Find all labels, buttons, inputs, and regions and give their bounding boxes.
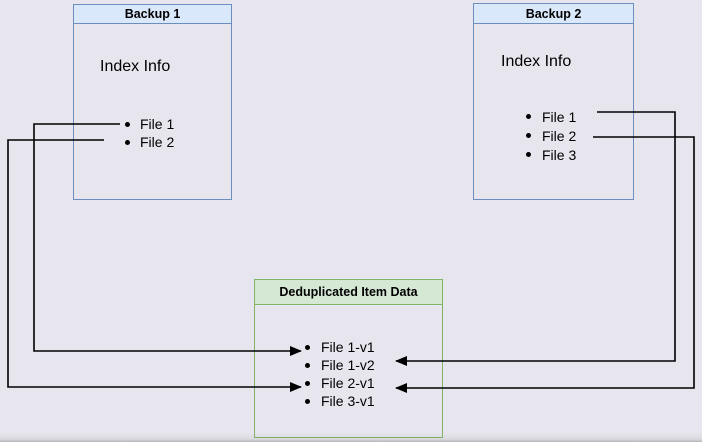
list-item: File 1 [125, 115, 174, 133]
dedup-box: Deduplicated Item Data File 1-v1 File 1-… [254, 279, 443, 438]
list-item: File 3 [526, 145, 576, 164]
backup2-box: Backup 2 Index Info File 1 File 2 File 3 [473, 3, 634, 200]
file-label: File 1 [542, 108, 577, 125]
file-label: File 3-v1 [321, 393, 375, 409]
bullet-icon [305, 398, 310, 404]
bullet-icon [305, 380, 310, 386]
list-item: File 3-v1 [305, 392, 375, 410]
bullet-icon [125, 139, 130, 145]
backup1-file-list: File 1 File 2 [125, 115, 174, 151]
bullet-icon [526, 133, 531, 138]
file-label: File 2 [542, 127, 577, 144]
backup2-title: Backup 2 [474, 4, 633, 24]
backup1-subtitle: Index Info [100, 58, 171, 75]
file-label: File 1 [140, 116, 175, 132]
list-item: File 1 [526, 107, 576, 126]
file-label: File 1-v2 [321, 357, 375, 373]
bullet-icon [305, 344, 310, 350]
bullet-icon [305, 362, 310, 368]
dedup-title: Deduplicated Item Data [255, 280, 442, 305]
file-label: File 1-v1 [321, 339, 375, 355]
file-label: File 3 [542, 146, 577, 163]
list-item: File 1-v2 [305, 356, 375, 374]
file-label: File 2-v1 [321, 375, 375, 391]
dedup-file-list: File 1-v1 File 1-v2 File 2-v1 File 3-v1 [305, 338, 375, 410]
list-item: File 1-v1 [305, 338, 375, 356]
bullet-icon [526, 114, 531, 119]
list-item: File 2 [526, 126, 576, 145]
bullet-icon [125, 121, 130, 127]
backup2-file-list: File 1 File 2 File 3 [526, 107, 576, 164]
backup2-subtitle: Index Info [501, 53, 572, 70]
file-label: File 2 [140, 134, 175, 150]
backup1-box: Backup 1 Index Info File 1 File 2 [73, 4, 232, 200]
list-item: File 2-v1 [305, 374, 375, 392]
bullet-icon [526, 152, 531, 157]
backup1-title: Backup 1 [74, 5, 231, 24]
list-item: File 2 [125, 133, 174, 151]
